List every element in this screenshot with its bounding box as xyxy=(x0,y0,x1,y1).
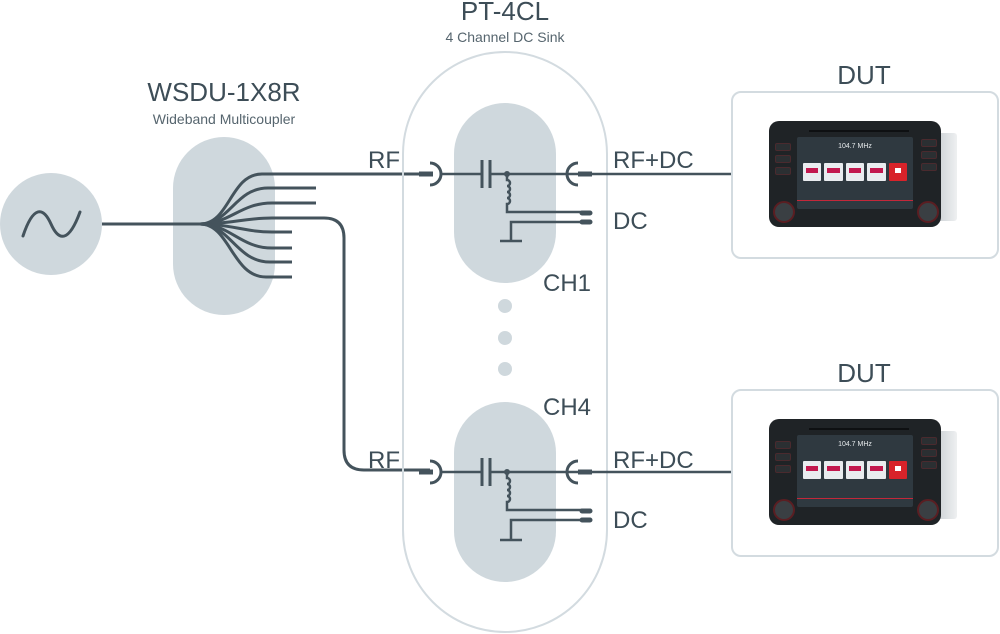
ellipsis-dot xyxy=(498,299,512,313)
dc-sink-enclosure xyxy=(402,51,608,633)
dut-panel: 104.7 MHz xyxy=(731,389,999,557)
output-line-4 xyxy=(199,216,430,472)
volume-knob xyxy=(773,499,795,521)
channel-body xyxy=(454,103,556,283)
dc-label: DC xyxy=(613,208,648,235)
rf-dc-output-connector xyxy=(565,459,579,485)
capacitor-icon xyxy=(480,160,492,188)
dc-sink-title: PT-4CL xyxy=(461,0,549,26)
radio-frequency: 104.7 MHz xyxy=(838,441,872,448)
channel-4: RF RF+DC DC CH4 xyxy=(368,394,735,582)
tune-knob xyxy=(917,499,939,521)
volume-knob xyxy=(773,201,795,223)
multicoupler-subtitle: Wideband Multicoupler xyxy=(153,111,296,127)
rf-input-connector xyxy=(429,161,443,187)
rf-label: RF xyxy=(368,147,400,174)
dut-title: DUT xyxy=(837,60,891,90)
ellipsis-dot xyxy=(498,362,512,376)
splitter-lines xyxy=(102,172,430,472)
channel-body xyxy=(454,402,556,582)
channel-1: RF RF+DC DC CH1 xyxy=(368,103,735,297)
radio-screen: 104.7 MHz xyxy=(797,435,913,507)
inductor-icon xyxy=(505,472,582,512)
radio-frequency: 104.7 MHz xyxy=(838,143,872,150)
dut-panel: 104.7 MHz xyxy=(731,91,999,259)
car-radio-image: 104.7 MHz xyxy=(769,115,959,229)
multicoupler-title: WSDU-1X8R xyxy=(147,77,300,107)
rf-dc-output-connector xyxy=(565,161,579,187)
inductor-icon xyxy=(505,174,582,214)
radio-screen: 104.7 MHz xyxy=(797,137,913,209)
tune-knob xyxy=(917,201,939,223)
car-radio-image: 104.7 MHz xyxy=(769,413,959,527)
dut-title: DUT xyxy=(837,358,891,388)
dc-label: DC xyxy=(613,507,648,534)
ellipsis-dot xyxy=(498,331,512,345)
rf-dc-label: RF+DC xyxy=(613,447,694,474)
sine-wave-icon xyxy=(21,210,82,238)
channel-label: CH1 xyxy=(543,270,591,297)
rf-dc-label: RF+DC xyxy=(613,147,694,174)
ground-icon xyxy=(500,518,582,542)
ground-icon xyxy=(500,220,582,243)
dc-sink-subtitle: 4 Channel DC Sink xyxy=(445,29,565,45)
rf-input-connector xyxy=(429,459,443,485)
channel-label: CH4 xyxy=(543,394,591,421)
rf-label: RF xyxy=(368,447,400,474)
capacitor-icon xyxy=(480,458,492,486)
